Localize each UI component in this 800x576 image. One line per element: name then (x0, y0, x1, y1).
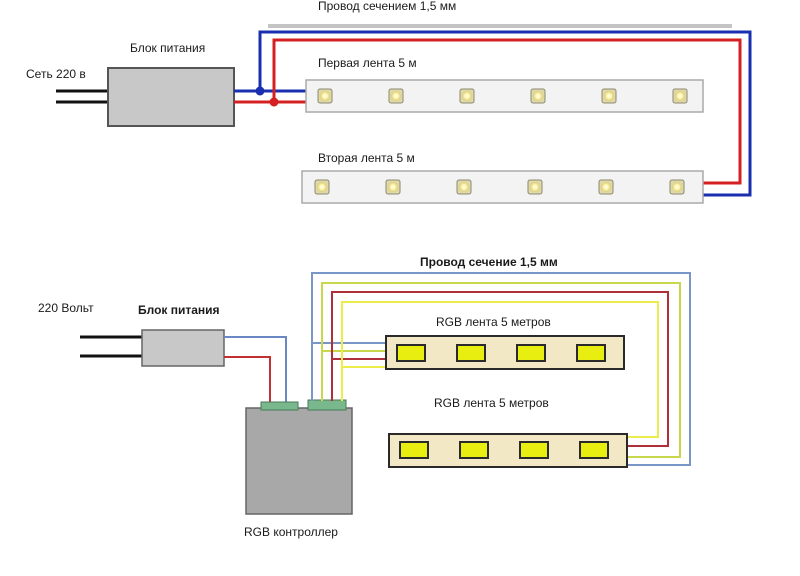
rgb-mains-label: 220 Вольт (38, 301, 94, 315)
negative-junction (255, 86, 265, 96)
rgb-strip2-label: RGB лента 5 метров (434, 396, 549, 410)
led-strip-2 (301, 170, 704, 204)
rgb-power-supply-box (141, 329, 225, 367)
rgb-strip1-label: RGB лента 5 метров (436, 315, 551, 329)
controller-output-connector (307, 399, 347, 411)
psu-controller-wire-red (224, 356, 271, 402)
power-supply-box (107, 67, 235, 127)
led-chip (669, 179, 685, 195)
rgb-controller-box (245, 407, 353, 515)
led-chip (456, 179, 472, 195)
rgb-wire-label: Провод сечение 1,5 мм (420, 255, 558, 269)
led-chip (601, 88, 617, 104)
controller-input-connector (260, 401, 299, 411)
top-wire-label: Провод сечением 1,5 мм (318, 0, 456, 13)
led-chip (388, 88, 404, 104)
rgb-strip-1-leds (396, 344, 606, 362)
rgb-diagram: Провод сечение 1,5 мм Блок питания 220 В… (38, 255, 691, 539)
rgb-psu-label: Блок питания (138, 303, 220, 317)
rgb-led-chip (579, 441, 609, 459)
strip2-label: Вторая лента 5 м (318, 151, 415, 165)
overhead-wire-grey (268, 24, 732, 28)
rgb-led-chip (396, 344, 426, 362)
negative-wire (234, 30, 752, 197)
rgb-strip-2-leds (399, 441, 609, 459)
led-chip (672, 88, 688, 104)
single-color-diagram: Провод сечением 1,5 мм Блок питания Сеть… (26, 0, 752, 204)
rgb-controller-label: RGB контроллер (244, 525, 338, 539)
led-chip (527, 179, 543, 195)
rgb-led-chip (456, 344, 486, 362)
positive-junction (269, 97, 279, 107)
led-strip-2-leds (314, 179, 685, 195)
led-strip-1-leds (317, 88, 688, 104)
led-chip (314, 179, 330, 195)
led-strip-1 (305, 79, 704, 113)
rgb-led-chip (516, 344, 546, 362)
rgb-led-chip (399, 441, 429, 459)
top-mains-label: Сеть 220 в (26, 67, 86, 81)
rgb-led-chip (519, 441, 549, 459)
led-chip (598, 179, 614, 195)
rgb-wire-yellow (341, 301, 659, 438)
led-chip (385, 179, 401, 195)
top-psu-label: Блок питания (130, 41, 205, 55)
led-chip (317, 88, 333, 104)
rgb-wire-blue (311, 272, 691, 466)
psu-controller-wire-blue (224, 336, 287, 402)
led-chip (530, 88, 546, 104)
rgb-led-chip (576, 344, 606, 362)
rgb-led-chip (459, 441, 489, 459)
led-chip (459, 88, 475, 104)
strip1-label: Первая лента 5 м (318, 56, 417, 70)
